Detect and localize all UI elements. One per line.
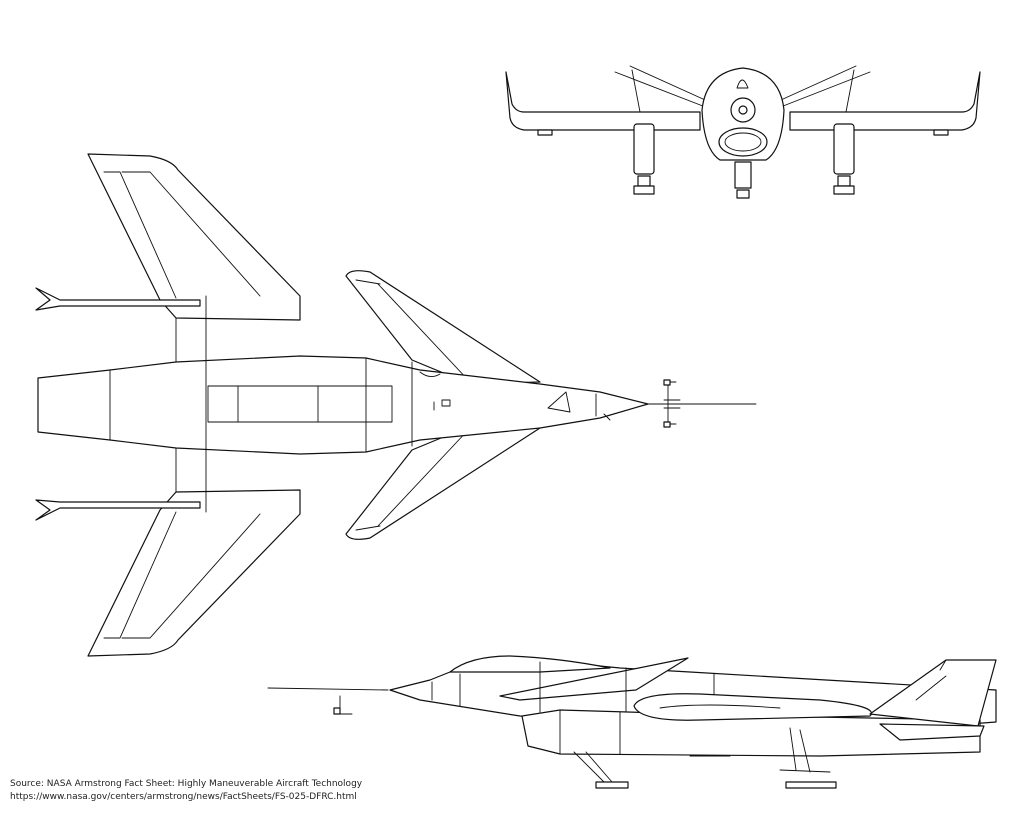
top-fuselage [37,355,649,455]
side-view [267,655,997,789]
front-right-canard [771,65,871,109]
source-line: Source: NASA Armstrong Fact Sheet: Highl… [10,779,363,789]
side-canard [499,657,689,701]
source-url[interactable]: https://www.nasa.gov/centers/armstrong/n… [10,792,357,802]
source-caption: Source: NASA Armstrong Fact Sheet: Highl… [10,778,362,804]
front-view [505,65,981,199]
top-upper-wing [87,153,301,321]
side-lower-body [521,709,981,757]
top-view [35,153,757,657]
side-canopy [449,655,611,673]
side-wing [633,693,872,721]
top-lower-wing [87,489,301,657]
front-left-wing [505,71,701,131]
top-upper-wingtip [35,287,201,311]
side-vertical-tail [869,659,997,727]
front-left-canard [614,65,715,109]
front-right-wing [789,71,981,131]
top-lower-wingtip [35,499,201,521]
